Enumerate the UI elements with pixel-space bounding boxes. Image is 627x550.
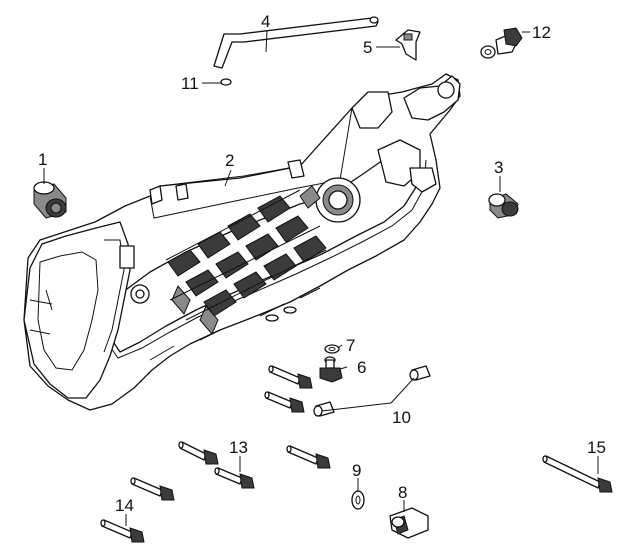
part-9-washer bbox=[351, 490, 365, 510]
callout-5: 5 bbox=[363, 38, 372, 57]
part-8-plug bbox=[389, 507, 429, 539]
callout-7: 7 bbox=[346, 336, 355, 355]
callout-6: 6 bbox=[357, 358, 366, 377]
part-5-bracket bbox=[395, 29, 421, 61]
callout-12: 12 bbox=[532, 23, 551, 42]
callout-15: 15 bbox=[587, 438, 606, 457]
bolt bbox=[100, 519, 145, 543]
part-10-dowel-pins bbox=[313, 365, 431, 417]
leader-lines bbox=[43, 29, 599, 526]
part-11-clip bbox=[220, 78, 232, 86]
part-3-bushing bbox=[488, 193, 519, 219]
crankcase-left bbox=[23, 73, 461, 411]
callout-10: 10 bbox=[392, 408, 411, 427]
callout-14: 14 bbox=[115, 496, 134, 515]
callout-11: 11 bbox=[181, 74, 199, 93]
bolt bbox=[214, 467, 255, 489]
part-7-o-ring bbox=[324, 344, 340, 354]
callout-labels: 1 2 3 4 5 6 7 8 9 10 11 12 13 14 15 bbox=[38, 12, 606, 515]
crankcase-ribbing bbox=[165, 185, 327, 335]
callout-8: 8 bbox=[398, 483, 407, 502]
part-12-plug bbox=[480, 27, 523, 59]
bolt bbox=[286, 445, 331, 469]
part-4-tube bbox=[213, 16, 379, 69]
bolt bbox=[130, 477, 175, 501]
callout-3: 3 bbox=[494, 158, 503, 177]
callout-2: 2 bbox=[225, 151, 234, 170]
part-6-plug bbox=[319, 356, 343, 383]
callout-13: 13 bbox=[229, 438, 248, 457]
callout-9: 9 bbox=[352, 461, 361, 480]
bolt bbox=[268, 365, 313, 389]
bolts-group bbox=[100, 365, 613, 543]
bolt bbox=[264, 391, 305, 413]
callout-4: 4 bbox=[261, 12, 270, 31]
part-1-roller bbox=[33, 181, 67, 219]
callout-1: 1 bbox=[38, 150, 47, 169]
bolt bbox=[178, 441, 219, 465]
bolt-long bbox=[542, 455, 613, 493]
